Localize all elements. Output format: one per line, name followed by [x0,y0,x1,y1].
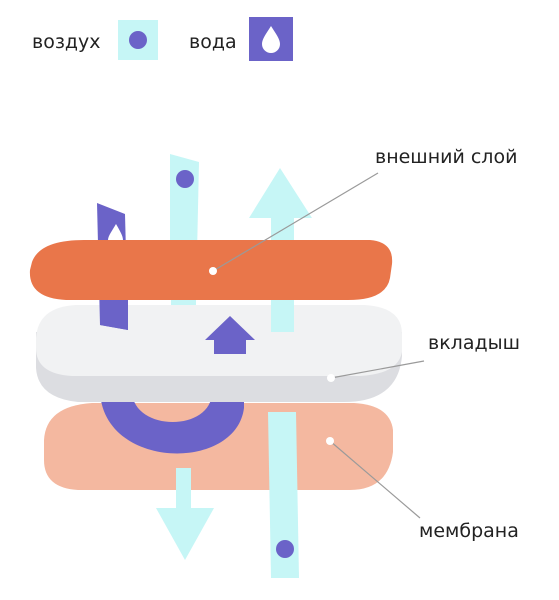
legend-air-label: воздух [32,31,101,53]
water-strip-lower [100,300,128,330]
leader-membrane [326,437,421,519]
water-curve-tail [100,392,244,454]
outer-layer-label: внешний слой [375,146,517,168]
membrane-layer-label: мембрана [419,520,519,542]
air-strip-bottom [268,412,299,578]
air-arrow-up-lower [271,300,294,320]
leader-insert [327,360,425,382]
legend-water-label: вода [189,31,237,53]
droplet-icon [249,17,293,61]
water-arrow-up [205,316,255,354]
dot-icon [118,20,158,60]
leader-outer [209,172,379,275]
air-arrow-down [156,468,214,560]
legend: воздух вода [32,17,293,61]
air-strip-top-lower [171,300,196,305]
insert-layer-label: вкладыш [428,332,520,354]
